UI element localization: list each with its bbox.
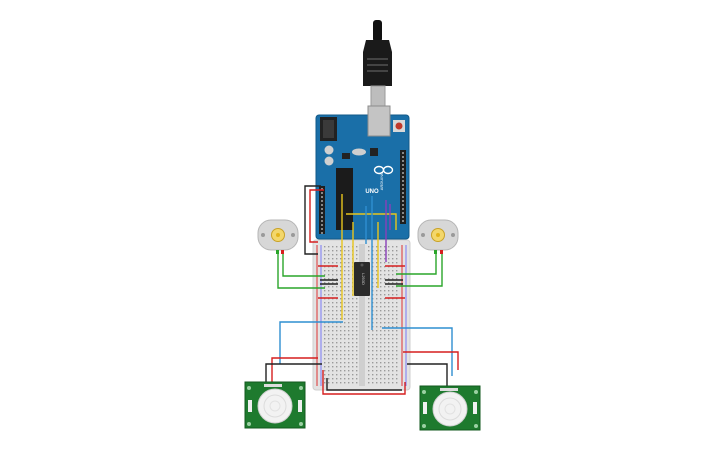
motor-shaft-icon [431, 228, 445, 242]
breadboard[interactable] [312, 239, 411, 391]
header-pins [321, 152, 404, 234]
dc-motor-left[interactable] [257, 219, 299, 254]
reset-button[interactable] [395, 122, 403, 130]
pir-sensor-right[interactable] [419, 385, 481, 431]
dc-motor-right[interactable] [417, 219, 459, 254]
pir-dome-icon [257, 388, 293, 424]
wires [265, 185, 459, 395]
arduino-uno-board[interactable]: ARDUINO UNO [315, 105, 410, 240]
motor-shaft-icon [271, 228, 285, 242]
usb-plug-icon[interactable] [363, 20, 392, 107]
arduino-model-text: UNO [365, 189, 379, 195]
motor-driver-ic[interactable]: L293D [354, 262, 370, 296]
arduino-logo-text: ARDUINO [379, 172, 384, 190]
pir-dome-icon [432, 391, 468, 427]
pir-sensor-left[interactable] [244, 381, 306, 429]
ic-label: L293D [361, 273, 366, 285]
arduino-infinity-logo-icon [373, 165, 394, 175]
breadboard-holes [324, 246, 398, 384]
